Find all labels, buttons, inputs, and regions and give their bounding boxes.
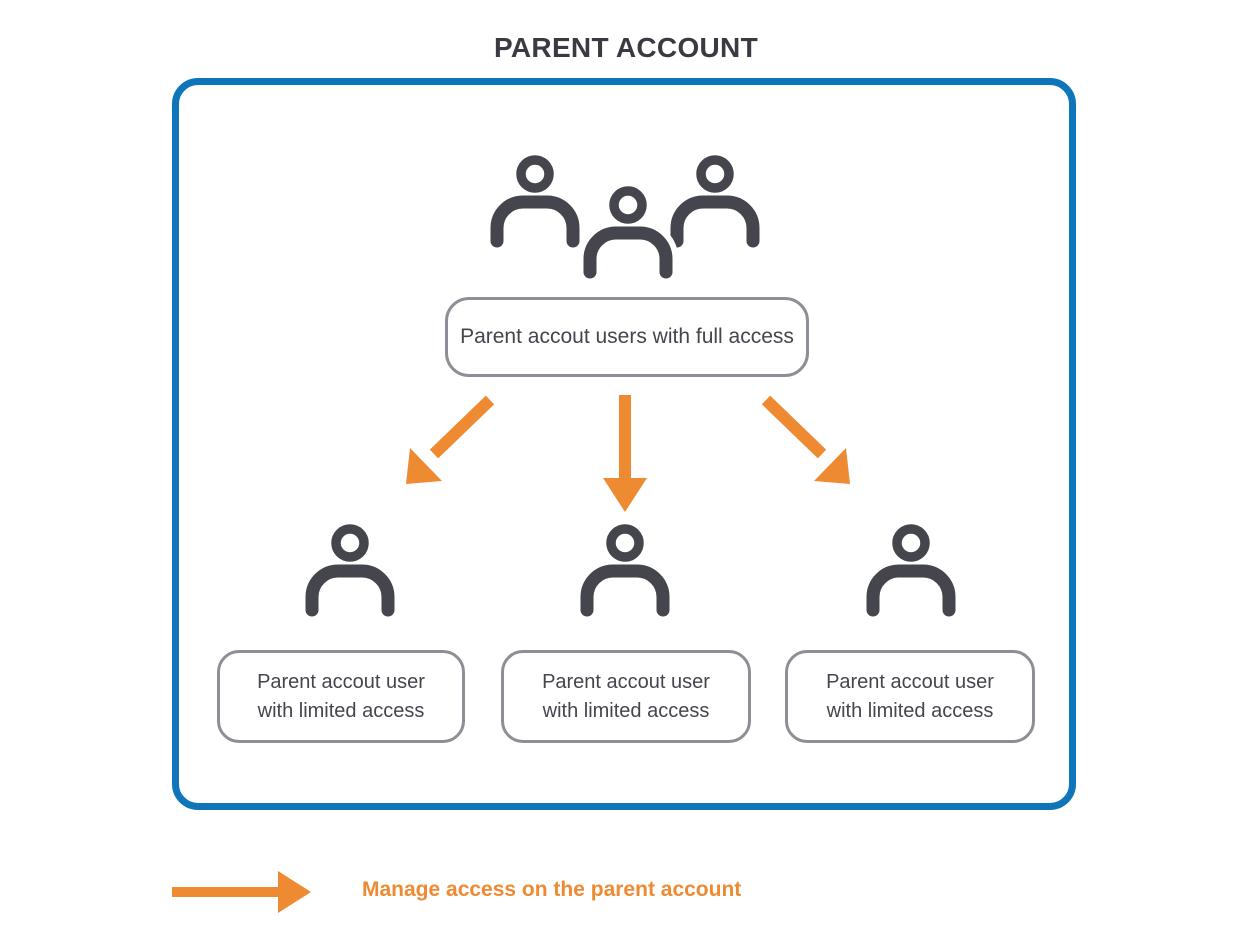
user-icon bbox=[866, 524, 956, 618]
users-group-icon bbox=[490, 153, 760, 281]
arrow-down-left-icon bbox=[406, 395, 495, 484]
full-access-label: Parent accout users with full access bbox=[460, 325, 794, 348]
limited-access-box: Parent accout user with limited access bbox=[217, 650, 465, 743]
limited-access-label: Parent accout user with limited access bbox=[826, 670, 994, 722]
limited-access-label: Parent accout user with limited access bbox=[257, 670, 425, 722]
full-access-box: Parent accout users with full access bbox=[445, 297, 809, 377]
user-icon bbox=[305, 524, 395, 618]
limited-access-label: Parent accout user with limited access bbox=[542, 670, 710, 722]
limited-access-box: Parent accout user with limited access bbox=[785, 650, 1035, 743]
arrow-down-right-icon bbox=[761, 395, 850, 484]
legend-label: Manage access on the parent account bbox=[362, 878, 742, 901]
user-icon bbox=[580, 524, 670, 618]
manage-access-arrows bbox=[406, 395, 850, 512]
arrow-down-icon bbox=[603, 395, 647, 512]
diagram-title: PARENT ACCOUNT bbox=[494, 32, 758, 63]
limited-access-box: Parent accout user with limited access bbox=[501, 650, 751, 743]
arrow-right-icon bbox=[172, 871, 311, 913]
